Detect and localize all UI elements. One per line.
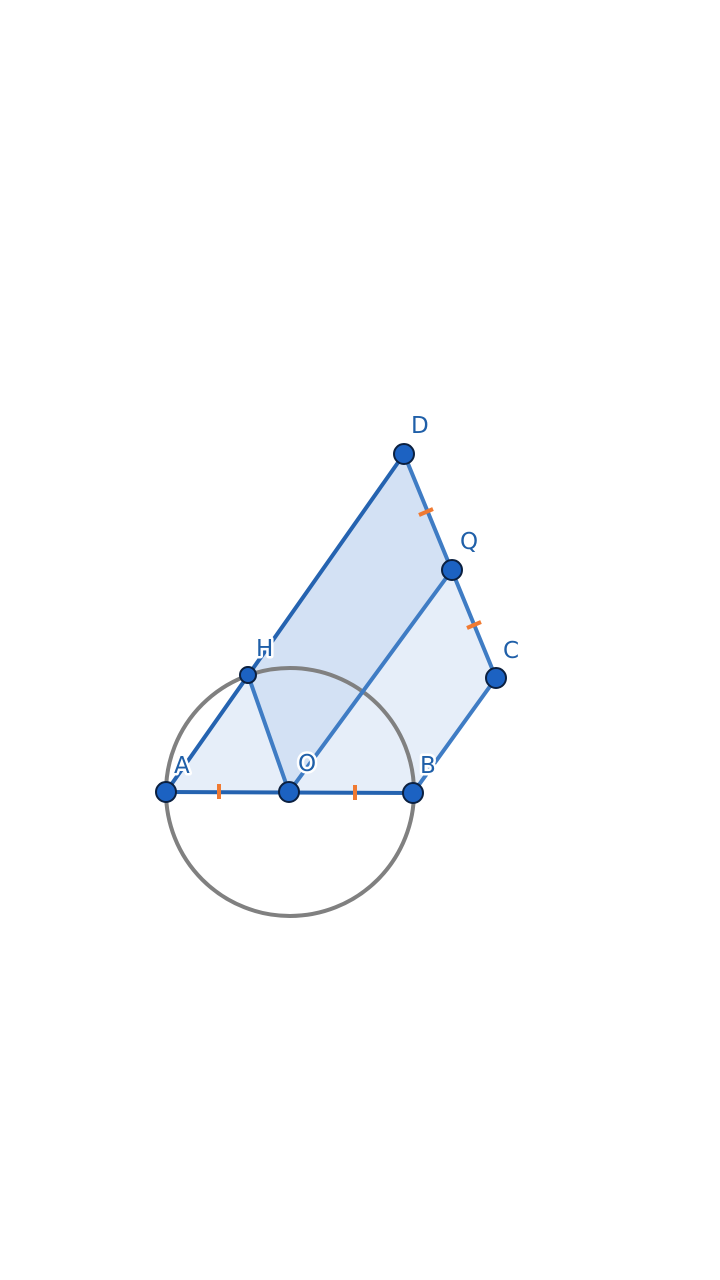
segment-OQ xyxy=(287,568,454,794)
point-A[interactable] xyxy=(155,781,177,803)
point-H[interactable] xyxy=(239,666,257,684)
point-O[interactable] xyxy=(278,781,300,803)
label-B: B xyxy=(420,753,436,779)
segment-AD xyxy=(164,452,406,794)
point-Q[interactable] xyxy=(441,559,463,581)
label-C: C xyxy=(503,638,519,664)
tick-mark-QC xyxy=(466,620,482,630)
label-H: H xyxy=(256,636,273,662)
tick-mark-DQ xyxy=(418,507,434,517)
point-C[interactable] xyxy=(485,667,507,689)
point-D[interactable] xyxy=(393,443,415,465)
label-O: O xyxy=(298,751,316,777)
segment-HO xyxy=(246,673,291,794)
label-Q: Q xyxy=(460,529,478,555)
quadrilateral-HOQD-fill xyxy=(248,454,452,792)
segment-CB xyxy=(411,676,498,795)
point-B[interactable] xyxy=(402,782,424,804)
label-A: A xyxy=(174,753,190,779)
label-D: D xyxy=(411,413,429,439)
